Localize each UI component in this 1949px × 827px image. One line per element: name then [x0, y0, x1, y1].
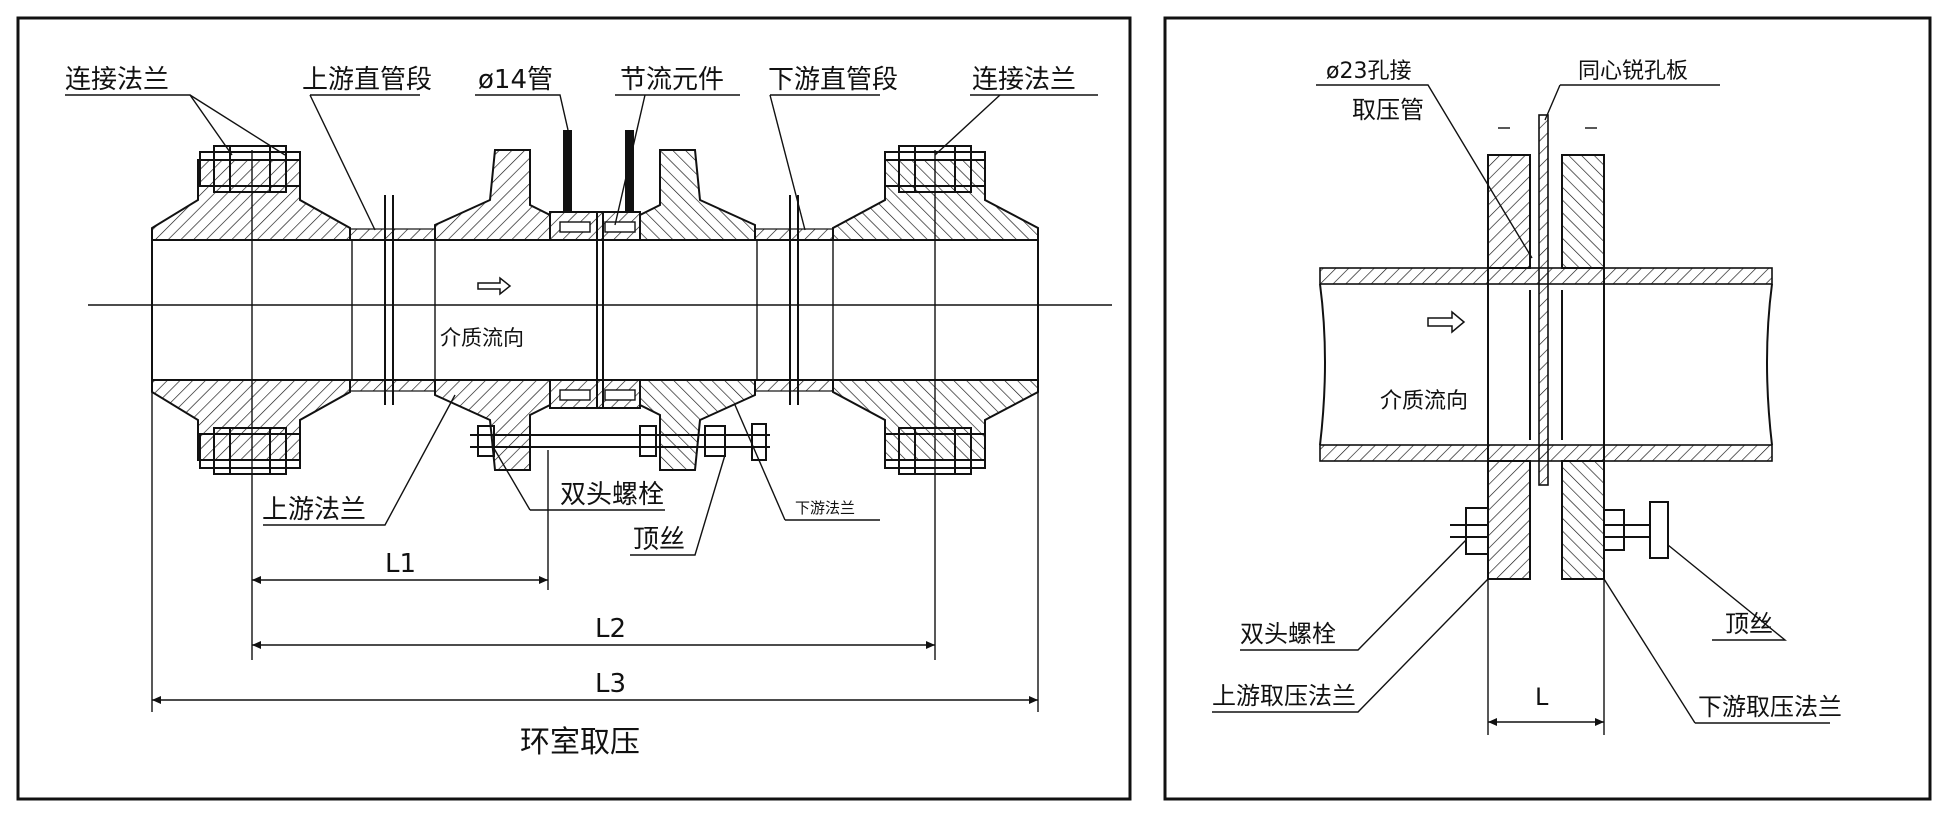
label-downstream-flange: 下游法兰	[795, 499, 855, 517]
tube-14-left	[563, 130, 572, 212]
right-panel-frame	[1163, 16, 1932, 801]
downstream-flange	[639, 149, 756, 471]
left-panel-title: 环室取压	[520, 725, 640, 760]
left-studs	[470, 423, 770, 461]
tube-14-right	[625, 130, 634, 212]
label-flow-direction-left: 介质流向	[440, 326, 524, 350]
label-throttle-element: 节流元件	[620, 65, 724, 95]
right-bolts	[1450, 501, 1669, 559]
right-connect-flange	[832, 145, 1039, 475]
dim-l: L	[1535, 683, 1549, 711]
downstream-tap-flange	[1561, 154, 1605, 580]
label-pressure-tube: 取压管	[1352, 96, 1424, 124]
label-connect-flange-left: 连接法兰	[65, 65, 169, 95]
dim-l1: L1	[385, 549, 416, 579]
label-tap-hole-23: ø23孔接	[1326, 59, 1411, 84]
left-dimensions	[151, 380, 1039, 712]
left-assembly: 连接法兰 上游直管段 ø14管 节流元件 下游直管段 连接法兰 介质流向 上游法…	[65, 65, 1112, 760]
left-connect-flange	[151, 145, 351, 475]
upstream-tap-flange	[1487, 154, 1531, 580]
label-upstream-flange: 上游法兰	[262, 495, 366, 525]
label-upstream-tap-flange: 上游取压法兰	[1212, 682, 1356, 710]
label-orifice-plate: 同心锐孔板	[1578, 59, 1688, 84]
label-double-end-bolt-right: 双头螺栓	[1240, 620, 1336, 648]
upstream-flange	[434, 149, 551, 471]
label-set-screw-left: 顶丝	[633, 525, 685, 555]
label-double-end-bolt-left: 双头螺栓	[560, 480, 664, 510]
label-flow-direction-right: 介质流向	[1380, 389, 1468, 414]
orifice-plate	[1498, 114, 1597, 486]
label-downstream-tap-flange: 下游取压法兰	[1698, 693, 1842, 721]
right-flow-arrow	[1427, 310, 1466, 334]
left-panel-frame	[16, 16, 1132, 801]
label-upstream-straight-pipe: 上游直管段	[302, 65, 432, 95]
label-set-screw-right: 顶丝	[1725, 610, 1773, 638]
right-dimension	[1487, 579, 1605, 735]
left-leaders	[65, 94, 1098, 556]
dim-l3: L3	[595, 669, 626, 699]
annular-chamber	[549, 130, 641, 409]
right-leaders	[1212, 84, 1830, 724]
dim-l2: L2	[595, 614, 626, 644]
label-connect-flange-right: 连接法兰	[972, 65, 1076, 95]
right-assembly: ø23孔接 取压管 同心锐孔板 介质流向 双头螺栓 顶丝 上游取压法兰 下游取压…	[1212, 59, 1842, 735]
left-flow-arrow	[477, 276, 512, 296]
label-tube-14: ø14管	[478, 65, 553, 95]
label-downstream-straight-pipe: 下游直管段	[768, 65, 898, 95]
